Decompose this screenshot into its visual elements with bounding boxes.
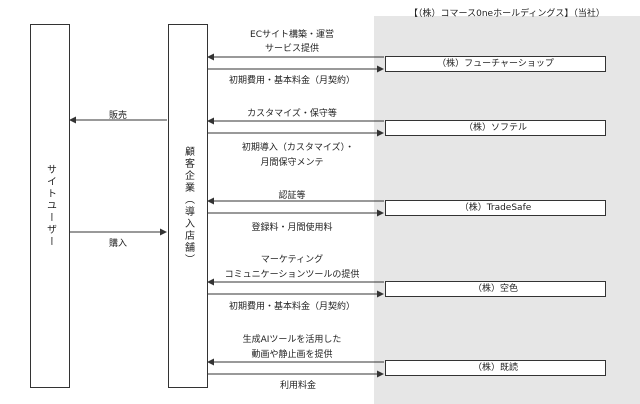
futureshop-fee-line-1: 初期費用・基本料金（月契約） (228, 76, 356, 86)
client-company-label: 顧客企業（導入店舗） (182, 146, 194, 266)
site-users-box: サイトユーザー (30, 24, 70, 388)
sorairo-fee-line-1: 初期費用・基本料金（月契約） (228, 302, 356, 312)
partner-softel-box: （株）ソフテル (385, 120, 606, 136)
kidoku-service-line-1: 生成AIツールを活用した (242, 335, 342, 345)
futureshop-service-line-2: サービス提供 (264, 44, 320, 54)
partner-kidoku-box: （株）既読 (385, 360, 606, 376)
softel-fee-line-1: 初期導入（カスタマイズ）・ (241, 143, 355, 153)
softel-fee-line-2: 月間保守メンテ (260, 158, 324, 168)
client-company-box: 顧客企業（導入店舗） (168, 24, 208, 388)
kidoku-fee-line-1: 利用料金 (279, 381, 317, 391)
tradesafe-service-line-1: 認証等 (278, 191, 306, 201)
purchase-label: 購入 (108, 239, 128, 249)
tradesafe-fee-line-1: 登録料・月間使用料 (251, 223, 333, 233)
sorairo-service-line-2: コミュニケーションツールの提供 (224, 270, 360, 280)
site-users-label: サイトユーザー (44, 164, 56, 248)
partner-futureshop-box: （株）フューチャーショップ (385, 56, 606, 72)
sale-label: 販売 (108, 111, 128, 121)
partner-sorairo-box: （株）空色 (385, 281, 606, 297)
kidoku-service-line-2: 動画や静止画を提供 (251, 350, 333, 360)
futureshop-service-line-1: ECサイト構築・運営 (250, 30, 334, 40)
partner-tradesafe-box: （株）TradeSafe (385, 200, 606, 216)
group-header: 【（株）コマース0neホールディングス】（当社） (409, 9, 605, 19)
sorairo-service-line-1: マーケティング (260, 255, 324, 265)
softel-service-line-1: カスタマイズ・保守等 (247, 109, 337, 119)
